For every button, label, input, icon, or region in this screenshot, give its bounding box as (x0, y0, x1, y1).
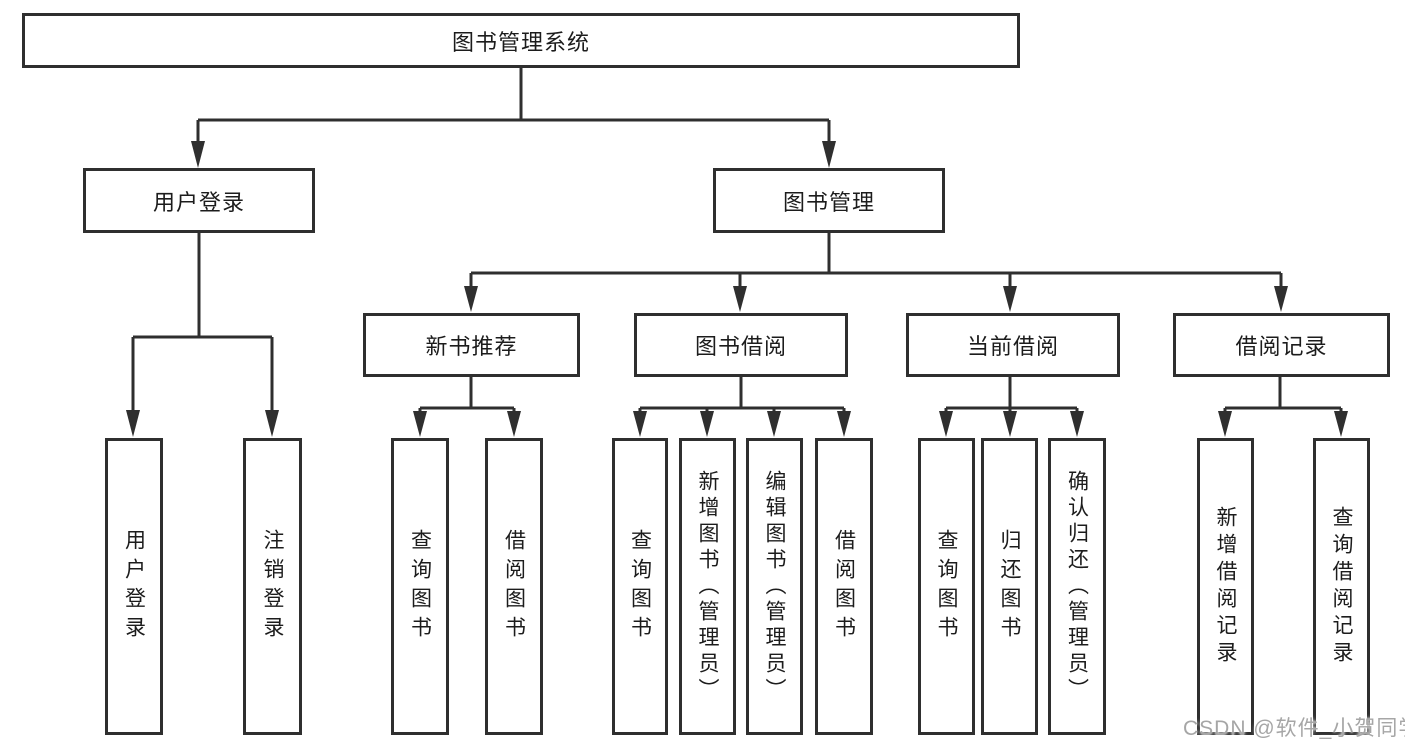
node-book-borrowing: 图书借阅 (634, 313, 848, 377)
node-user-login-leaf: 用户登录 (105, 438, 163, 735)
node-return-books: 归还图书 (981, 438, 1038, 735)
node-current-borrowing: 当前借阅 (906, 313, 1120, 377)
node-add-book-admin: 新增图书（管理员） (679, 438, 736, 735)
node-borrowing-records: 借阅记录 (1173, 313, 1390, 377)
node-user-login: 用户登录 (83, 168, 315, 233)
node-query-borrow-record: 查询借阅记录 (1313, 438, 1370, 735)
node-query-books-current: 查询图书 (918, 438, 975, 735)
node-borrow-books-leaf: 借阅图书 (815, 438, 873, 735)
watermark: CSDN @软件_小贺同学 (1183, 717, 1405, 740)
node-logout: 注销登录 (243, 438, 302, 735)
node-add-borrow-record: 新增借阅记录 (1197, 438, 1254, 735)
node-query-books-recommend: 查询图书 (391, 438, 449, 735)
node-confirm-return-admin: 确认归还（管理员） (1048, 438, 1106, 735)
node-library-system: 图书管理系统 (22, 13, 1020, 68)
node-query-books-borrowing: 查询图书 (612, 438, 668, 735)
node-book-management: 图书管理 (713, 168, 945, 233)
node-borrow-books-recommend: 借阅图书 (485, 438, 543, 735)
node-edit-book-admin: 编辑图书（管理员） (746, 438, 803, 735)
node-new-book-recommend: 新书推荐 (363, 313, 580, 377)
